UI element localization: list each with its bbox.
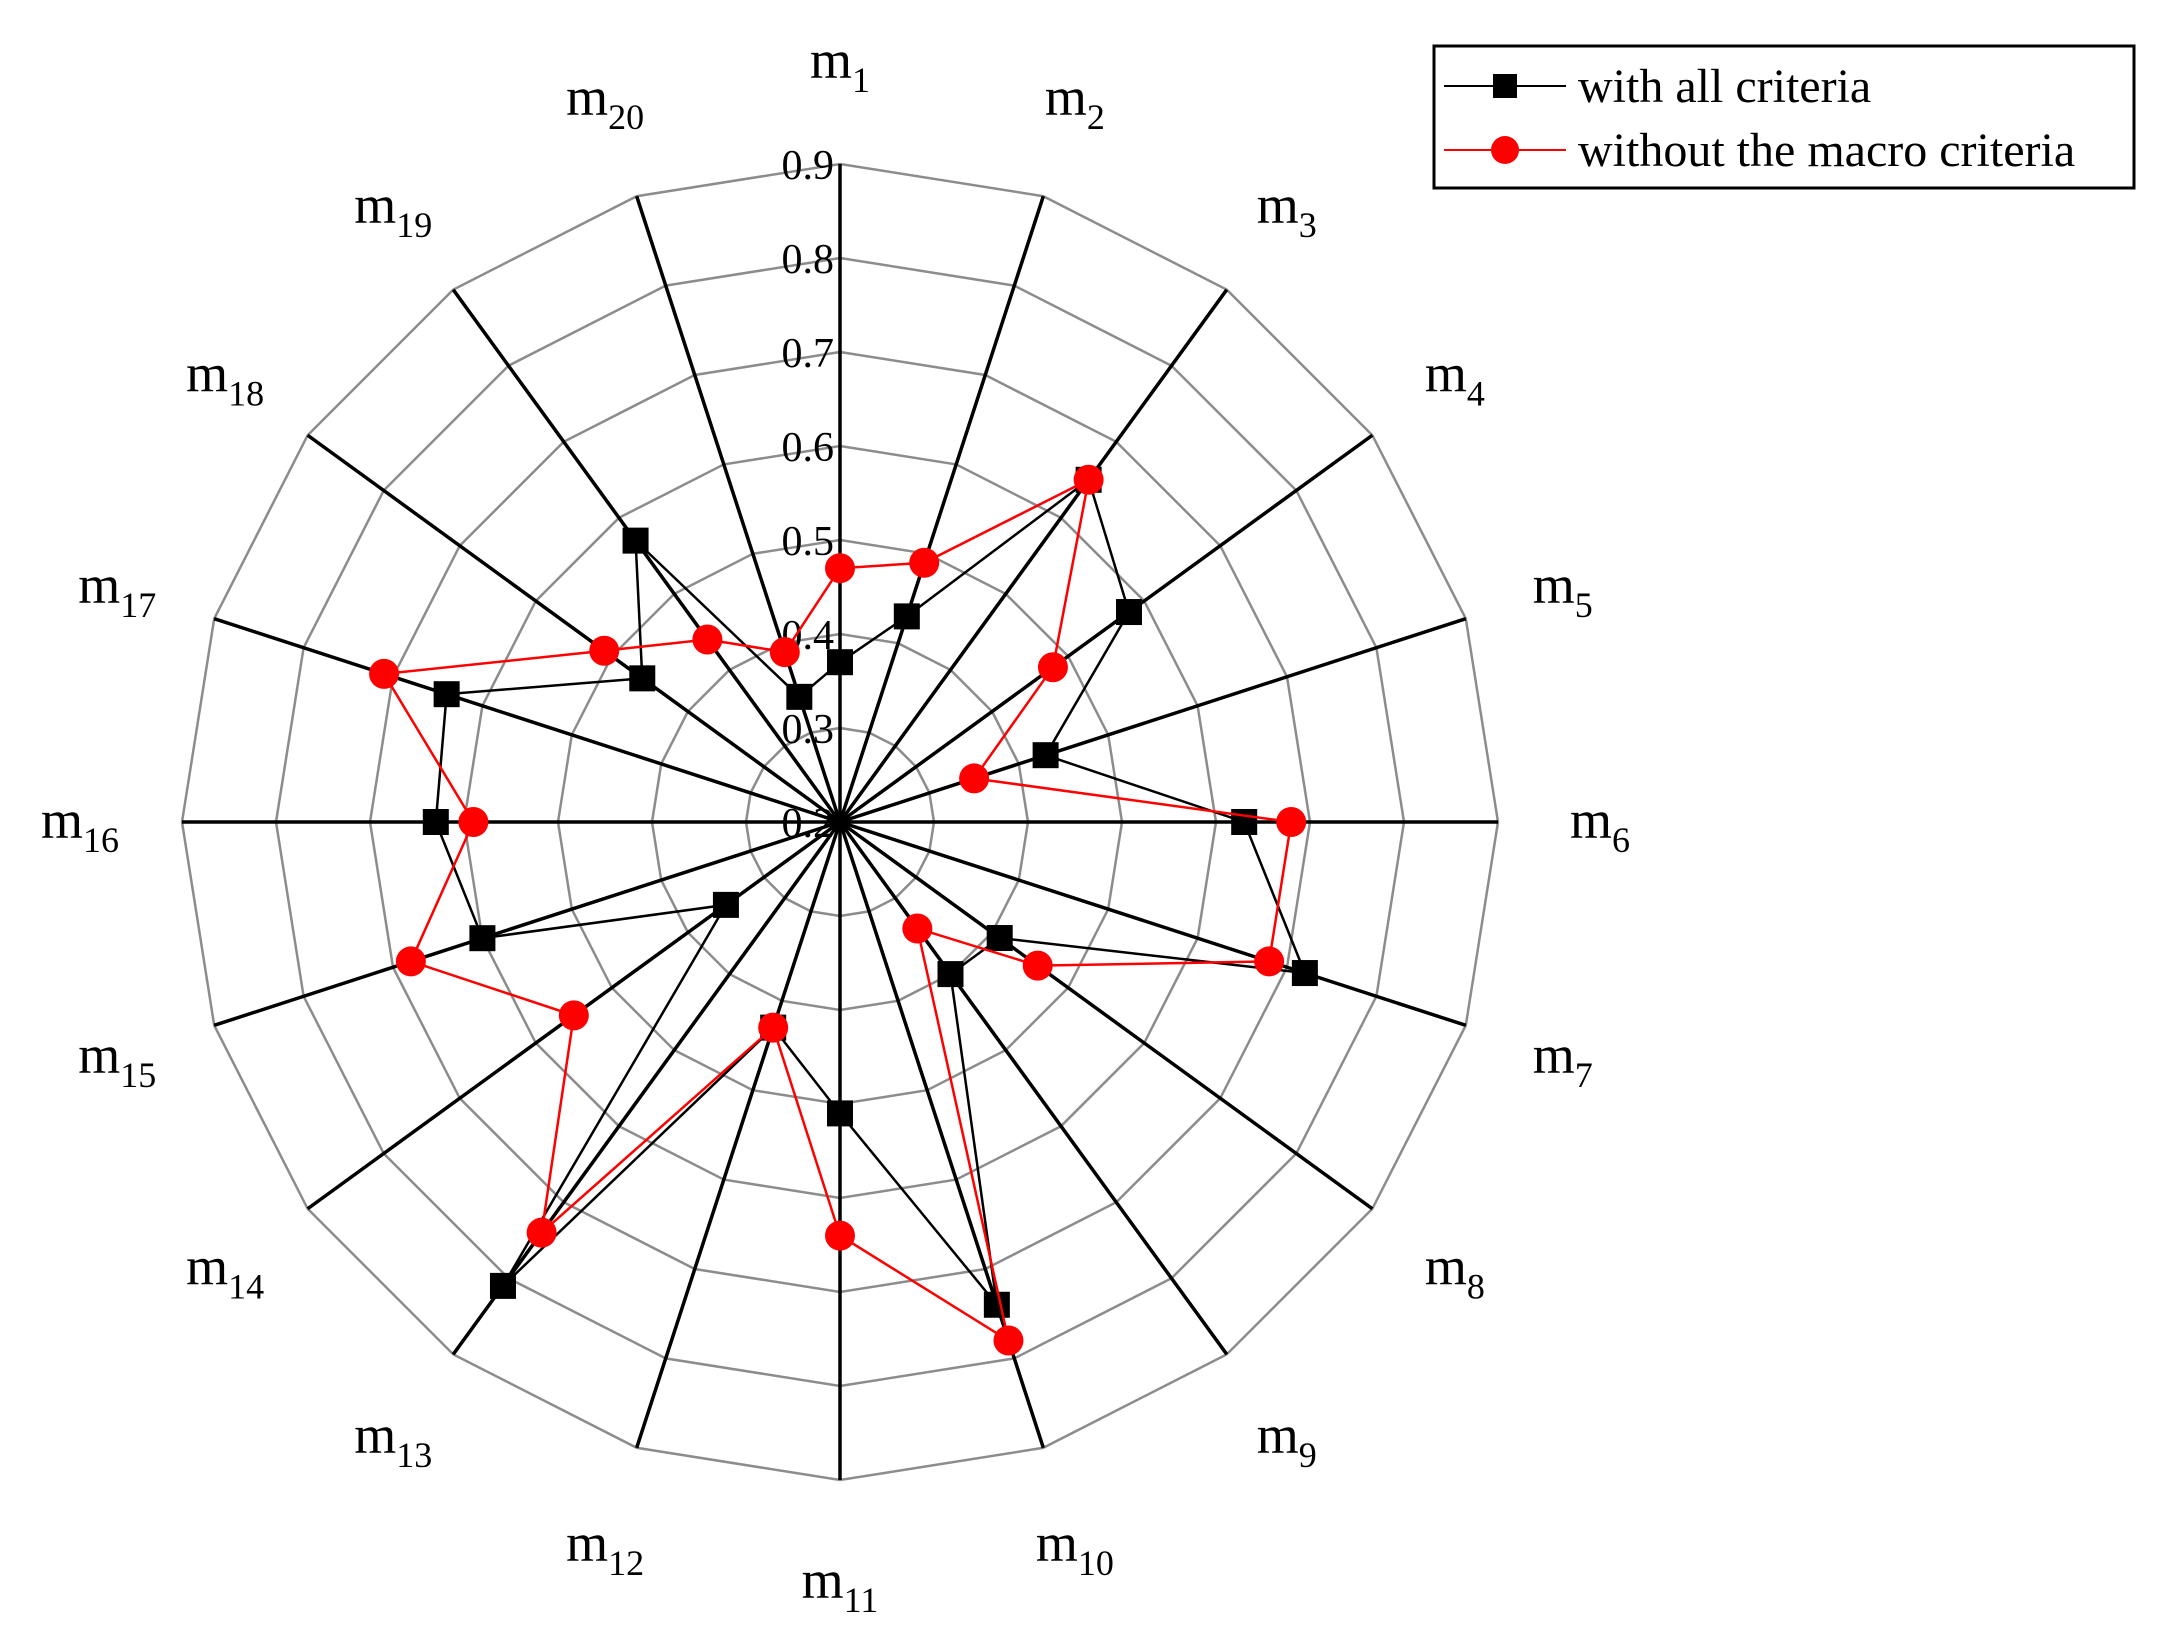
- series-2: [369, 464, 1307, 1356]
- radial-tick-label: 0.2: [782, 801, 835, 847]
- axis-spoke-m9: [838, 820, 1229, 1356]
- radial-tick-label: 0.3: [782, 707, 835, 753]
- data-point-square-m14: [712, 891, 739, 918]
- axis-label-m8: m8: [1425, 1237, 1485, 1307]
- axis-spoke-m17: [213, 617, 841, 824]
- data-point-square-m2: [893, 603, 920, 630]
- data-point-circle-m3: [1073, 464, 1104, 495]
- axis-label-m13: m13: [354, 1405, 432, 1475]
- data-point-circle-m9: [902, 913, 933, 944]
- axis-label-m4: m4: [1425, 343, 1485, 413]
- category-labels: m1 m2 m3 m4 m5 m6 m7 m8 m9 m10 m11 m12 m13 m14 m15 m16 m…: [41, 30, 1630, 1620]
- data-point-circle-m19: [692, 624, 723, 655]
- data-point-circle-m20: [769, 637, 800, 668]
- data-point-square-m5: [1032, 742, 1059, 769]
- data-point-square-m8: [986, 925, 1013, 952]
- axis-label-m7: m7: [1533, 1025, 1593, 1095]
- data-point-square-m19: [622, 527, 649, 554]
- data-point-circle-m10: [993, 1325, 1024, 1356]
- data-point-circle-m6: [1276, 807, 1307, 837]
- axis-label-m3: m3: [1257, 175, 1317, 245]
- data-point-circle-m18: [589, 635, 620, 666]
- data-point-square-m1: [827, 649, 853, 676]
- data-point-circle-m11: [825, 1220, 855, 1251]
- radial-tick-label: 0.6: [782, 425, 835, 471]
- axis-label-m15: m15: [78, 1025, 156, 1095]
- data-point-square-m4: [1115, 599, 1142, 626]
- data-point-circle-m4: [1037, 652, 1068, 683]
- data-point-circle-m17: [369, 658, 400, 689]
- axis-label-m17: m17: [78, 555, 156, 625]
- legend-marker-square: [1493, 74, 1517, 98]
- radial-tick-label: 0.5: [782, 519, 835, 565]
- axis-label-m9: m9: [1257, 1405, 1317, 1475]
- axis-spoke-m5: [839, 617, 1467, 824]
- axis-spoke-m4: [838, 433, 1374, 824]
- legend-marker-circle: [1491, 136, 1519, 164]
- axis-label-m2: m2: [1045, 67, 1105, 137]
- legend-box: [1432, 44, 2136, 190]
- radial-tick-labels: 0.20.30.40.50.60.70.80.9: [782, 143, 835, 847]
- axis-spoke-m8: [838, 820, 1374, 1211]
- data-point-square-m18: [629, 665, 656, 692]
- axis-label-m12: m12: [566, 1513, 644, 1583]
- axis-spoke-m13: [451, 820, 842, 1356]
- series-1: [422, 466, 1318, 1318]
- axis-label-m14: m14: [186, 1237, 264, 1307]
- axis-label-m10: m10: [1036, 1513, 1114, 1583]
- data-point-circle-m7: [1254, 946, 1285, 977]
- axis-label-m11: m11: [802, 1550, 879, 1620]
- data-point-square-m13: [489, 1272, 516, 1299]
- axis-label-m18: m18: [186, 343, 264, 413]
- data-point-circle-m2: [909, 547, 940, 578]
- data-point-circle-m12: [758, 1012, 789, 1043]
- axis-spoke-m2: [838, 195, 1045, 823]
- axis-label-m1: m1: [810, 30, 870, 100]
- data-point-circle-m16: [458, 807, 489, 837]
- radial-tick-label: 0.7: [782, 331, 835, 377]
- axis-spokes: [182, 164, 1498, 1480]
- legend-item-series-1: with all criteria: [1444, 60, 1871, 113]
- axis-label-m19: m19: [354, 175, 432, 245]
- data-point-square-m11: [827, 1100, 853, 1127]
- data-point-circle-m1: [825, 553, 855, 584]
- radial-tick-label: 0.9: [782, 143, 835, 189]
- axis-spoke-m7: [839, 820, 1467, 1027]
- legend-label-series-2: without the macro criteria: [1578, 124, 2075, 177]
- legend-label-series-1: with all criteria: [1578, 60, 1871, 113]
- data-point-square-m6: [1231, 809, 1258, 835]
- axis-spoke-m3: [838, 288, 1229, 824]
- data-point-square-m16: [422, 809, 449, 835]
- data-point-circle-m5: [959, 763, 990, 794]
- data-point-square-m17: [433, 681, 460, 708]
- legend: with all criteria without the macro crit…: [1432, 44, 2136, 190]
- data-point-square-m15: [469, 925, 496, 952]
- axis-label-m20: m20: [566, 67, 644, 137]
- axis-spoke-m12: [635, 821, 842, 1449]
- axis-label-m5: m5: [1533, 555, 1593, 625]
- data-point-square-m9: [937, 961, 964, 988]
- axis-spoke-m18: [306, 433, 842, 824]
- series-line: [434, 477, 1307, 1309]
- data-point-square-m7: [1291, 960, 1318, 987]
- series-layer: [369, 464, 1318, 1356]
- radial-tick-label: 0.8: [782, 237, 835, 283]
- data-point-square-m10: [983, 1291, 1010, 1318]
- axis-spoke-m20: [635, 195, 842, 823]
- data-point-circle-m15: [395, 946, 426, 977]
- axis-label-m16: m16: [41, 790, 119, 860]
- axis-spoke-m19: [451, 288, 842, 824]
- data-point-square-m20: [786, 683, 813, 710]
- data-point-circle-m14: [558, 1000, 589, 1031]
- axis-spoke-m15: [213, 820, 841, 1027]
- axis-label-m6: m6: [1570, 790, 1630, 860]
- legend-item-series-2: without the macro criteria: [1444, 124, 2075, 177]
- data-point-circle-m8: [1022, 950, 1053, 981]
- series-line: [381, 477, 1293, 1344]
- data-point-circle-m13: [526, 1217, 557, 1248]
